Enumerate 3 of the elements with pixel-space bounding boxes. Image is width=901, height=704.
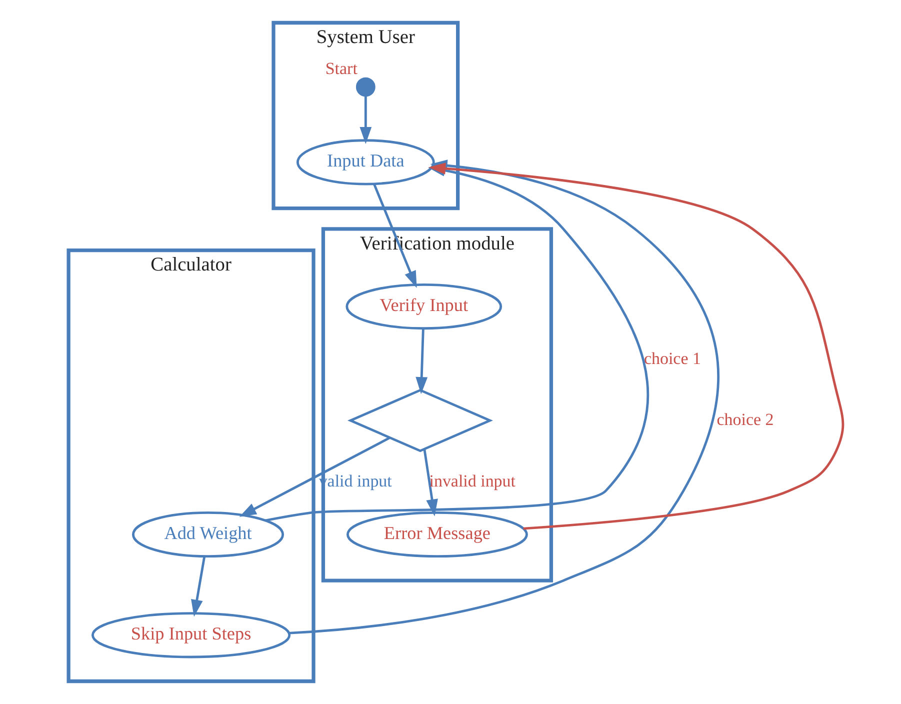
edge-label: choice 2: [716, 410, 774, 430]
edge-label: choice 1: [643, 348, 700, 368]
node-label: Start: [324, 58, 357, 78]
